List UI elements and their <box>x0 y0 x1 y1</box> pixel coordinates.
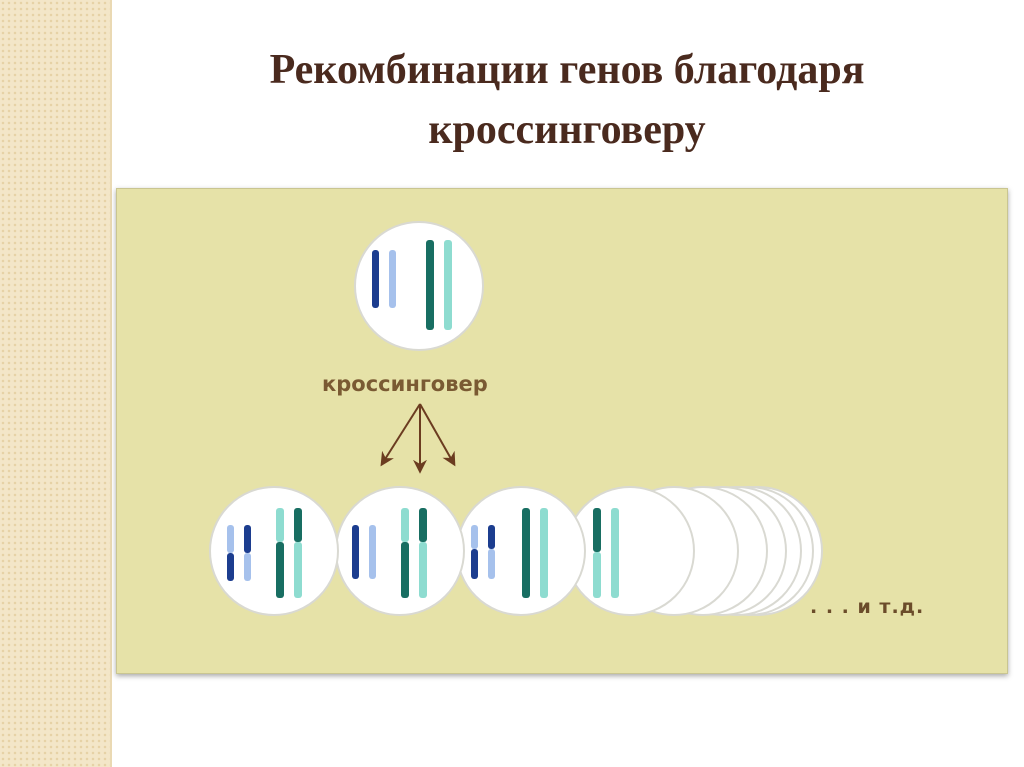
crossing-over-label: кроссинговер <box>322 372 488 396</box>
cell-circle-icon <box>209 486 339 616</box>
arrows <box>380 403 456 474</box>
chromosome-dark-blue-segment <box>244 525 251 553</box>
daughter-cell-1 <box>209 486 339 616</box>
slide-title-line-2: кроссинговеру <box>428 107 706 153</box>
arrow-left-icon <box>380 403 421 467</box>
chromosome-dark-teal <box>426 240 434 330</box>
chromosome-light-teal-segment <box>294 542 302 598</box>
chromosome-light-blue <box>389 250 396 308</box>
diagram-panel: кроссинговер <box>116 188 1008 674</box>
chromosome-dark-teal-segment <box>294 508 302 542</box>
chromosome-dark-blue-segment <box>471 549 478 579</box>
chromosome-light-blue <box>369 525 376 579</box>
chromosome-light-teal-segment <box>401 508 409 542</box>
chromosome-dark-teal-segment <box>276 542 284 598</box>
chromosome-dark-blue <box>372 250 379 308</box>
chromosome-dark-teal <box>522 508 530 598</box>
chromosome-light-teal <box>444 240 452 330</box>
chromosome-light-teal <box>540 508 548 598</box>
parent-cell <box>354 221 484 351</box>
chromosome-light-teal-segment <box>593 552 601 598</box>
chromosome-light-teal-segment <box>276 508 284 542</box>
chromosome-pair-blue <box>372 250 396 308</box>
chromosome-dark-teal-segment <box>419 508 427 542</box>
chromosome-light-teal-segment <box>419 542 427 598</box>
chromosome-pair-teal <box>426 240 452 330</box>
crossing-over-diagram: кроссинговер <box>209 221 924 618</box>
chromosome-light-blue-segment <box>244 553 251 581</box>
chromosome-dark-blue-segment <box>488 525 495 549</box>
slide-title: Рекомбинации генов благодаря кроссингове… <box>110 40 1024 160</box>
chromosome-light-blue-segment <box>227 525 234 553</box>
daughter-cell-2 <box>335 486 465 616</box>
chromosome-light-blue-segment <box>471 525 478 549</box>
chromosome-dark-blue <box>352 525 359 579</box>
slide-title-line-1: Рекомбинации генов благодаря <box>269 47 865 93</box>
etc-label: . . . и т.д. <box>810 596 924 618</box>
chromosome-dark-blue-segment <box>227 553 234 581</box>
chromosome-light-teal <box>611 508 619 598</box>
arrow-right-icon <box>419 403 456 467</box>
chromosome-dark-teal-segment <box>401 542 409 598</box>
decorative-side-strip <box>0 0 112 767</box>
chromosome-light-blue-segment <box>488 549 495 579</box>
chromosome-dark-teal <box>593 508 601 552</box>
daughter-cell-3 <box>456 486 586 616</box>
